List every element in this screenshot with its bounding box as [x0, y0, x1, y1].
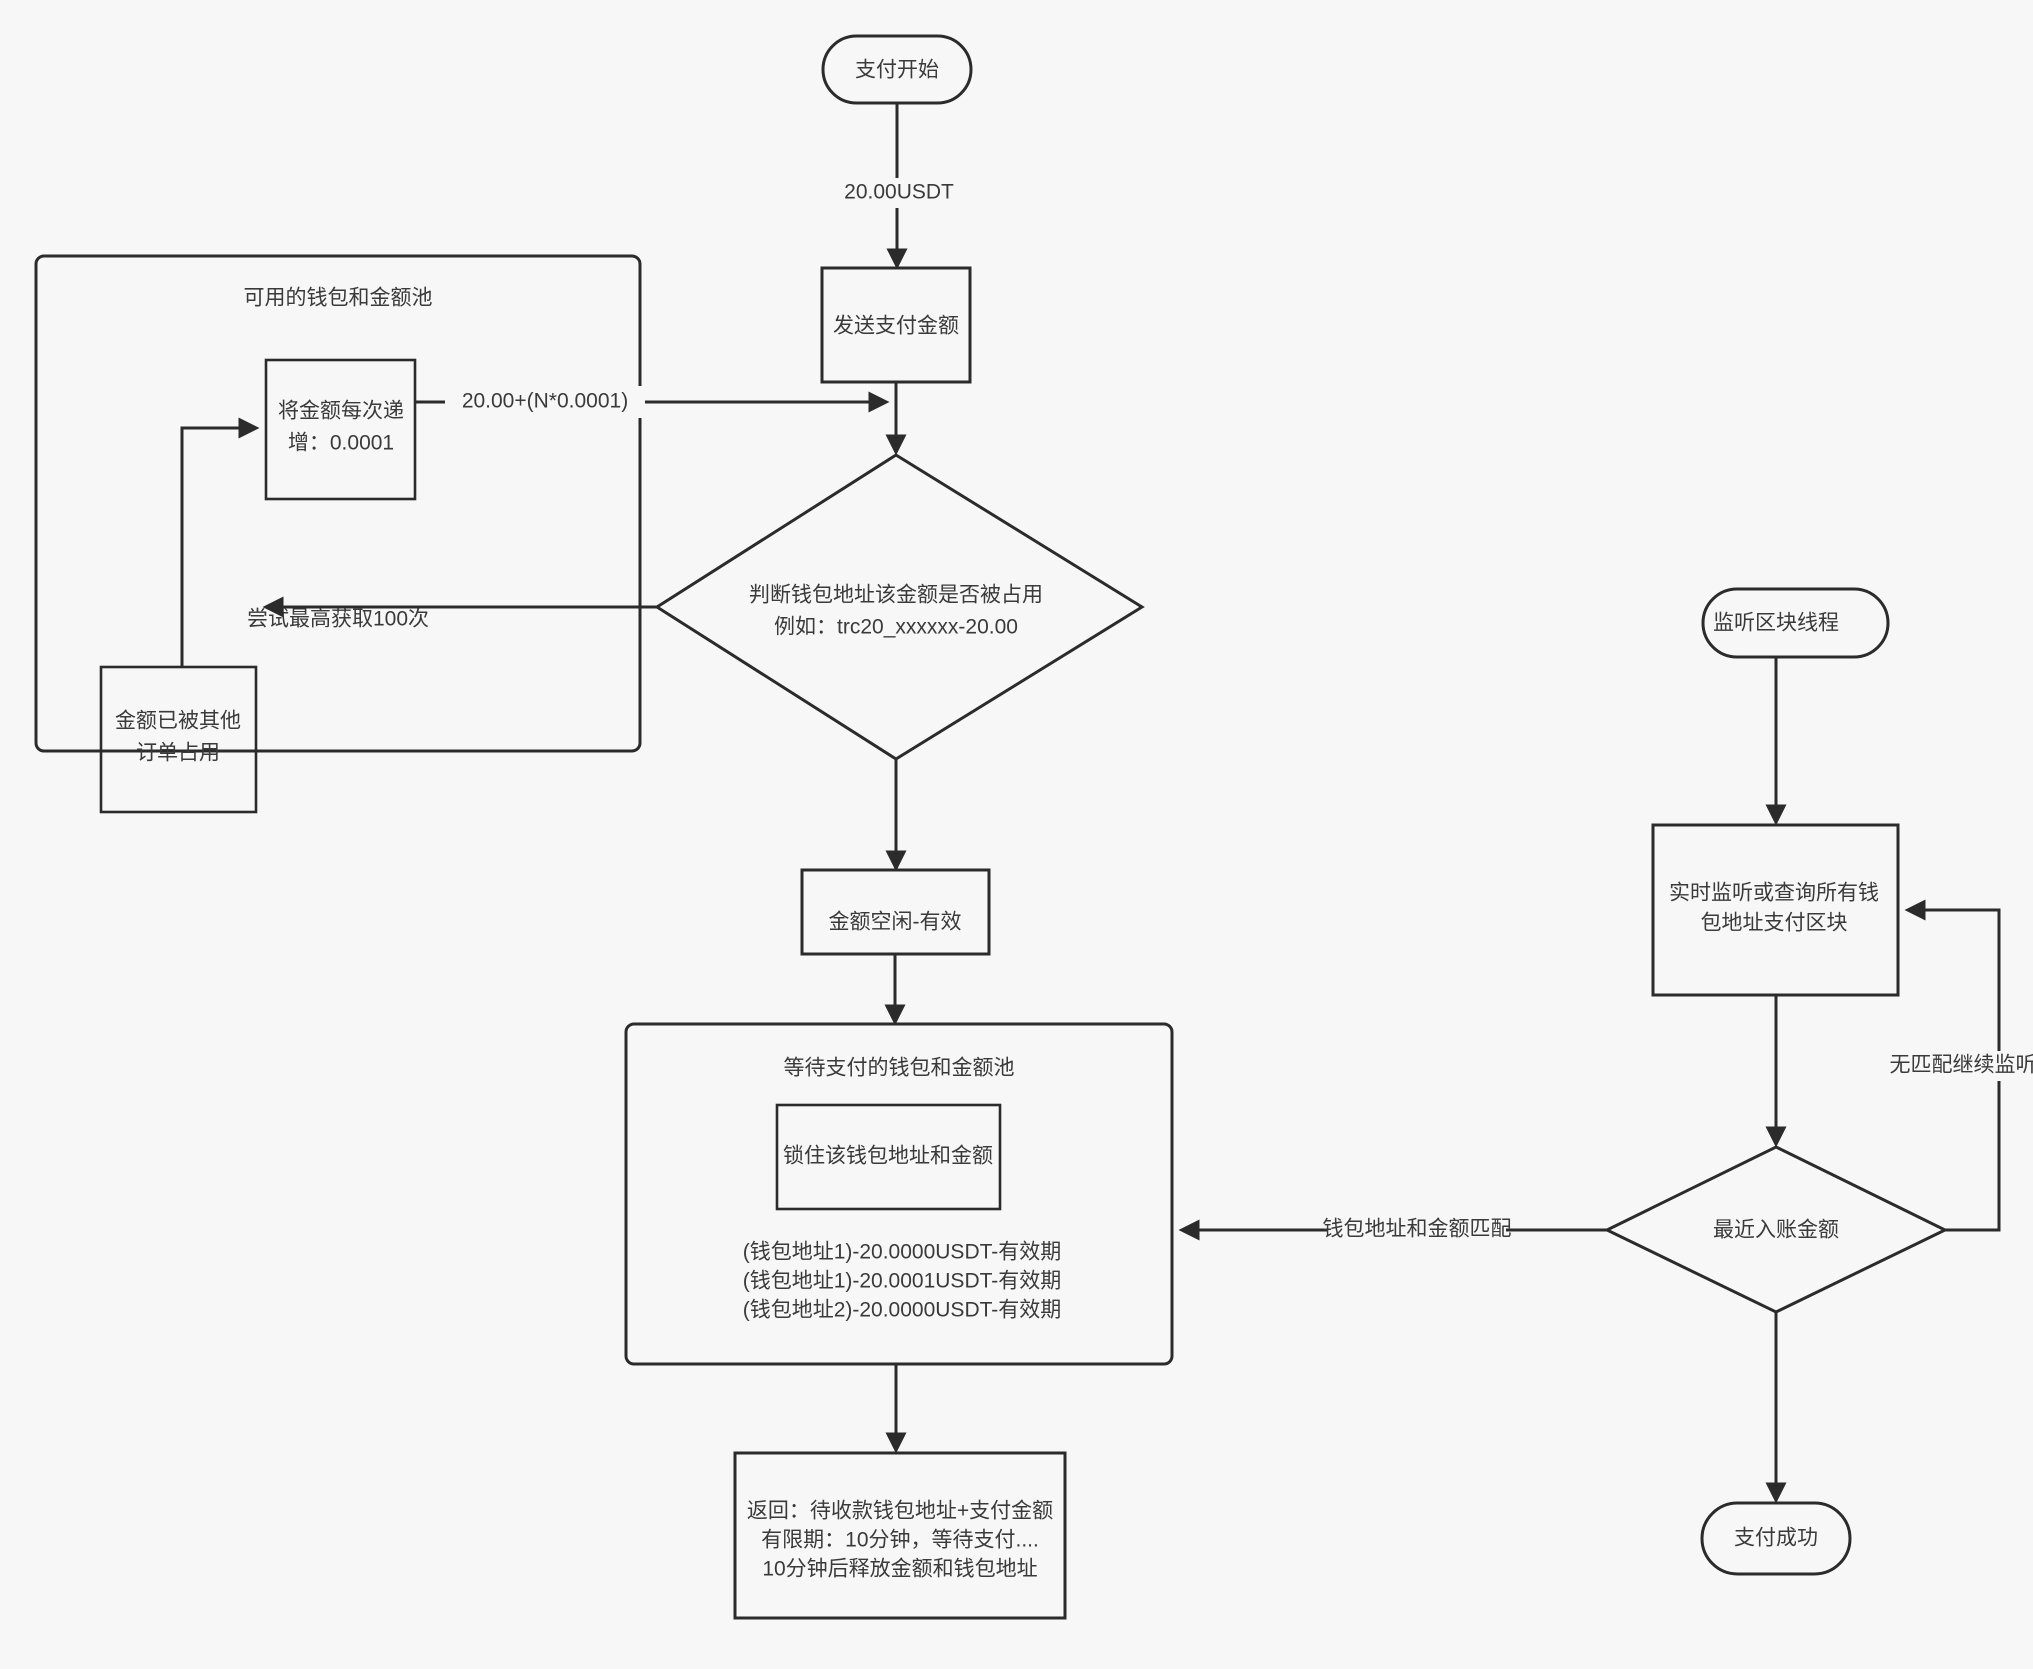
node-monitor-block-line1: 实时监听或查询所有钱: [1669, 882, 1879, 905]
lock-box: [775, 1103, 1002, 1211]
node-pay-success-label: 支付成功: [1734, 1527, 1818, 1550]
node-listen-start-label: 监听区块线程: [1713, 612, 1839, 635]
node-start-label: 支付开始: [855, 59, 939, 82]
edge-label-start-bg: [843, 178, 955, 208]
node-decision-occupied-line1: 判断钱包地址该金额是否被占用: [749, 584, 1043, 607]
node-return-line1: 返回：待收款钱包地址+支付金额: [747, 1500, 1053, 1523]
occupied-box: [99, 665, 258, 814]
waiting-pool-entry-2: (钱包地址2)-20.0000USDT-有效期: [743, 1299, 1062, 1322]
node-return-line3: 10分钟后释放金额和钱包地址: [762, 1558, 1037, 1581]
edge-occupied-to-increment: [180, 417, 260, 667]
increment-box-line2: 增：0.0001: [288, 432, 394, 455]
node-listen-start: [1701, 587, 1890, 659]
edge-label-start-to-send: 20.00USDT: [844, 181, 954, 204]
occupied-box-line1: 金额已被其他: [115, 710, 241, 733]
edge-label-match-bg: [1328, 1215, 1506, 1245]
edge-label-increment-bg: [445, 386, 645, 418]
increment-box-line1: 将金额每次递: [278, 400, 404, 423]
node-monitor-block: [1651, 823, 1900, 997]
node-return-box: [733, 1451, 1067, 1620]
node-decision-recent-label: 最近入账金额: [1713, 1219, 1839, 1242]
panel-available-pool-title: 可用的钱包和金额池: [244, 287, 433, 310]
panel-waiting-pool-title: 等待支付的钱包和金额池: [784, 1057, 1015, 1080]
node-monitor-block-line2: 包地址支付区块: [1701, 912, 1848, 935]
panel-available-pool: [34, 254, 642, 753]
node-pay-success: [1700, 1501, 1852, 1576]
node-send-amount-label: 发送支付金额: [833, 315, 959, 338]
increment-box: [264, 358, 417, 501]
available-pool-note: 尝试最高获取100次: [247, 608, 429, 631]
node-decision-occupied: [654, 453, 1145, 761]
waiting-pool-entry-0: (钱包地址1)-20.0000USDT-有效期: [743, 1241, 1062, 1264]
node-decision-occupied-line2: 例如：trc20_xxxxxx-20.00: [774, 616, 1018, 639]
edge-label-no-match-bg: [1893, 1051, 2033, 1081]
edge-label-no-match: 无匹配继续监听: [1890, 1054, 2033, 1077]
edge-label-increment-to-decision: 20.00+(N*0.0001): [462, 390, 628, 413]
panel-waiting-pool: [624, 1022, 1174, 1366]
lock-box-label: 锁住该钱包地址和金额: [783, 1145, 993, 1168]
node-return-line2: 有限期：10分钟，等待支付....: [761, 1529, 1039, 1552]
waiting-pool-entry-1: (钱包地址1)-20.0001USDT-有效期: [743, 1270, 1062, 1293]
edge-label-wallet-amount-match: 钱包地址和金额匹配: [1323, 1218, 1512, 1241]
node-amount-free-label: 金额空闲-有效: [829, 911, 962, 934]
occupied-box-line2: 订单占用: [136, 742, 220, 765]
